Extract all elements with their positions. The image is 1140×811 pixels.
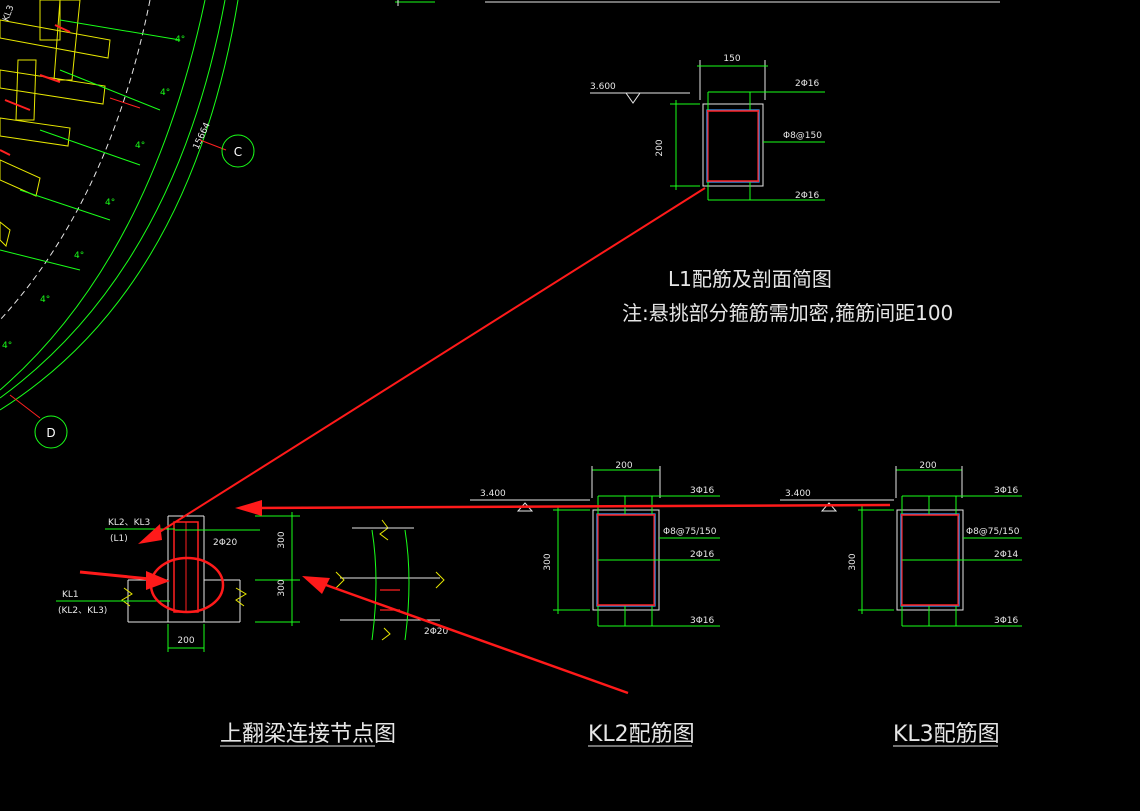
kl2-section-detail: 200 3Φ16 Φ8@75/150 2Φ16 3Φ16 300 3.400 K…: [470, 461, 720, 747]
curved-floor-plan: 4° 4° 4° 4° 4° 4° 4° KL3 15664 C D: [0, 0, 1000, 449]
kl3-title: KL3配筋图: [893, 722, 1000, 747]
joint-title: 上翻梁连接节点图: [220, 722, 396, 747]
joint-width-dim: 200: [177, 636, 194, 646]
kl2-bottom-bars: 3Φ16: [690, 616, 715, 626]
beam-tag: KL3: [1, 4, 16, 23]
l1-height-dim: 200: [655, 139, 665, 156]
arc-dimension: 15664: [192, 121, 213, 151]
angle-mark: 4°: [74, 251, 84, 261]
angle-mark: 4°: [2, 341, 12, 351]
angle-mark: 4°: [105, 198, 115, 208]
axis-bubble-c: [221, 134, 255, 168]
joint-label-top-1: KL2、KL3: [108, 518, 150, 528]
kl2-top-bars: 3Φ16: [690, 486, 715, 496]
kl3-bottom-bars: 3Φ16: [994, 616, 1019, 626]
upturned-beam-joint-detail: 2Φ20 300 300 200 KL2、KL3 (L1) KL1 (KL2、K…: [56, 512, 449, 747]
joint-dim-lower: 300: [277, 579, 287, 596]
kl2-elevation: 3.400: [480, 489, 506, 499]
kl2-width-dim: 200: [615, 461, 632, 471]
l1-bottom-bars: 2Φ16: [795, 191, 820, 201]
joint-label-bottom-2: (KL2、KL3): [58, 606, 107, 616]
kl3-side-bars: 2Φ14: [994, 550, 1019, 560]
joint-bars-top: 2Φ20: [213, 538, 238, 548]
highlight-circle: [149, 556, 225, 614]
kl3-height-dim: 300: [848, 553, 858, 570]
kl3-width-dim: 200: [919, 461, 936, 471]
kl3-elevation: 3.400: [785, 489, 811, 499]
axis-label-d: D: [46, 426, 55, 440]
l1-elevation: 3.600: [590, 82, 616, 92]
l1-top-bars: 2Φ16: [795, 79, 820, 89]
joint-dim-upper: 300: [277, 531, 287, 548]
arrow-from-l1: [149, 187, 706, 539]
l1-stirrup-spec: Φ8@150: [783, 131, 822, 141]
markup-annotations: [79, 187, 891, 695]
l1-title: L1配筋及剖面简图: [668, 267, 832, 291]
joint-bars-right: 2Φ20: [424, 627, 449, 637]
joint-label-top-2: (L1): [110, 534, 128, 544]
radial-beams: [0, 0, 111, 247]
kl2-height-dim: 300: [543, 553, 553, 570]
l1-stirrup: [706, 109, 760, 183]
axis-bubble-d: [34, 415, 68, 449]
joint-label-bottom-1: KL1: [62, 590, 79, 600]
kl2-stirrup-spec: Φ8@75/150: [663, 527, 717, 537]
kl2-title: KL2配筋图: [588, 722, 695, 747]
angle-mark: 4°: [160, 88, 170, 98]
angle-mark: 4°: [175, 35, 185, 45]
l1-beam-outline: [702, 103, 764, 187]
axis-label-c: C: [234, 145, 242, 159]
kl3-top-bars: 3Φ16: [994, 486, 1019, 496]
kl3-stirrup-spec: Φ8@75/150: [966, 527, 1020, 537]
angle-mark: 4°: [40, 295, 50, 305]
l1-width-dim: 150: [723, 54, 740, 64]
kl3-section-detail: 200 3Φ16 Φ8@75/150 2Φ14 3Φ16 300 3.400 K…: [780, 461, 1022, 747]
kl2-side-bars: 2Φ16: [690, 550, 715, 560]
l1-note: 注:悬挑部分箍筋需加密,箍筋间距100: [622, 301, 953, 325]
arrow-from-kl3: [244, 503, 891, 510]
l1-section-detail: 150 2Φ16 Φ8@150 2Φ16 200 3.600 L1配筋及剖面简图…: [590, 54, 953, 325]
angle-mark: 4°: [135, 141, 145, 151]
plan-rebar-marks: [0, 24, 141, 156]
arrow-from-bottom: [311, 578, 629, 695]
